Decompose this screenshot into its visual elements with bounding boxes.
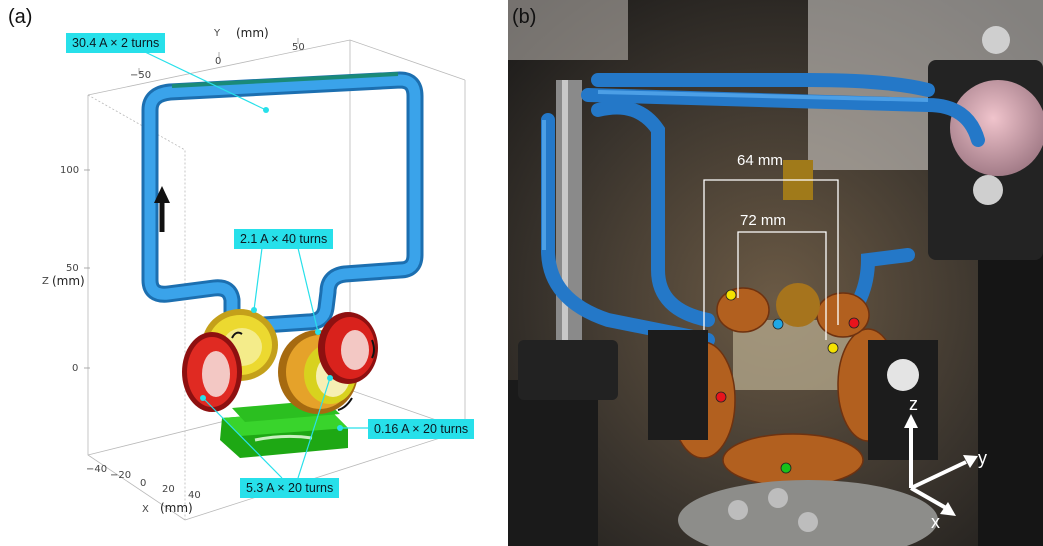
marker-red-1	[848, 317, 860, 329]
experiment-photo	[508, 0, 1043, 546]
dimension-lines	[703, 179, 839, 340]
mount-plate	[868, 340, 938, 460]
x-tick-neg40: −40	[86, 464, 108, 475]
large-coil	[141, 71, 424, 335]
coordinate-axes	[904, 414, 978, 516]
small-coil-right	[318, 312, 378, 384]
z-axis-name: Z	[42, 276, 49, 287]
x-tick-20: 20	[162, 484, 175, 495]
y-axis-unit: (mm)	[236, 26, 269, 40]
x-tick-neg20: −20	[110, 470, 132, 481]
axis-label-y: y	[978, 448, 987, 468]
z-tick-100: 100	[60, 165, 80, 176]
x-tick-0: 0	[140, 478, 147, 489]
callout-leaders	[144, 51, 368, 479]
y-tick-neg50: −50	[130, 70, 152, 81]
z-tick-50: 50	[66, 263, 79, 274]
axis-label-z: z	[909, 394, 918, 414]
dimension-label-outer: 64 mm	[737, 152, 783, 169]
ring-coil-left	[182, 332, 242, 412]
y-axis-name: Y	[214, 28, 221, 39]
callout-ring-coils: 5.3 A × 20 turns	[240, 478, 340, 498]
axis-label-x: x	[931, 512, 940, 532]
z-tick-0: 0	[72, 363, 79, 374]
coil-3d-model	[84, 38, 466, 521]
marker-green	[780, 462, 792, 474]
y-tick-50: 50	[292, 42, 305, 53]
x-axis-unit: (mm)	[160, 501, 193, 515]
z-axis-unit: (mm)	[52, 274, 85, 288]
y-tick-0: 0	[215, 56, 222, 67]
marker-yellow-1	[725, 289, 737, 301]
marker-blue	[772, 318, 784, 330]
lens-icon	[950, 80, 1043, 176]
callout-small-coils: 2.1 A × 40 turns	[234, 229, 334, 249]
marker-yellow-2	[827, 342, 839, 354]
marker-red-2	[715, 391, 727, 403]
callout-bottom-coil: 0.16 A × 20 turns	[368, 419, 475, 439]
callout-large-coil: 30.4 A × 2 turns	[66, 33, 166, 53]
dimension-label-inner: 72 mm	[740, 212, 786, 229]
panel-a-label: (a)	[8, 6, 33, 28]
x-tick-40: 40	[188, 490, 201, 501]
panel-b-label: (b)	[512, 6, 537, 28]
x-axis-name: X	[142, 504, 149, 515]
